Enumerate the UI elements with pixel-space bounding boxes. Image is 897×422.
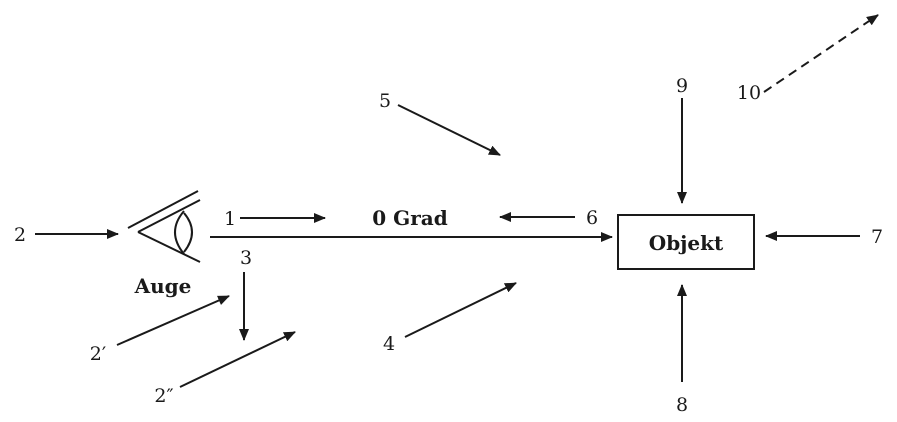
label-2-prime: 2′ <box>90 343 106 365</box>
arrow-5 <box>397 104 501 156</box>
label-8: 8 <box>676 394 688 416</box>
arrow-4 <box>404 282 517 338</box>
label-3: 3 <box>240 247 252 269</box>
label-9: 9 <box>676 75 688 97</box>
arrow-10-dashed <box>763 14 879 93</box>
label-6: 6 <box>586 207 598 229</box>
label-4: 4 <box>383 333 395 355</box>
object-box <box>617 214 755 270</box>
label-5: 5 <box>379 90 391 112</box>
eye-icon <box>127 190 201 263</box>
label-2: 2 <box>14 224 26 246</box>
arrow-2-double-prime <box>179 331 296 388</box>
label-1: 1 <box>224 208 236 230</box>
angle-label: 0 Grad <box>372 206 447 230</box>
label-10: 10 <box>737 82 761 104</box>
label-2-double-prime: 2″ <box>154 385 173 407</box>
label-7: 7 <box>871 226 883 248</box>
object-label: Objekt <box>649 231 724 255</box>
arrow-2-prime <box>116 295 230 346</box>
eye-label: Auge <box>134 274 192 298</box>
